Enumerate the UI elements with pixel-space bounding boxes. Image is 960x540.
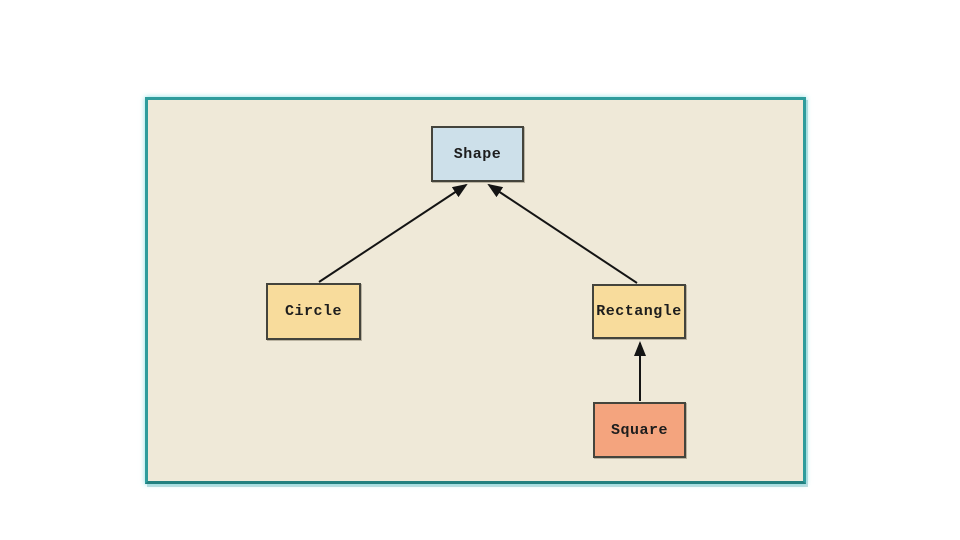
node-square-label: Square [610, 421, 668, 439]
node-shape-label: Shape [453, 145, 502, 163]
node-rectangle: Rectangle [592, 284, 686, 339]
node-square: Square [593, 402, 686, 458]
node-circle: Circle [266, 283, 361, 340]
node-shape: Shape [431, 126, 524, 182]
node-circle-label: Circle [284, 303, 342, 320]
node-rectangle-label: Rectangle [596, 303, 682, 320]
